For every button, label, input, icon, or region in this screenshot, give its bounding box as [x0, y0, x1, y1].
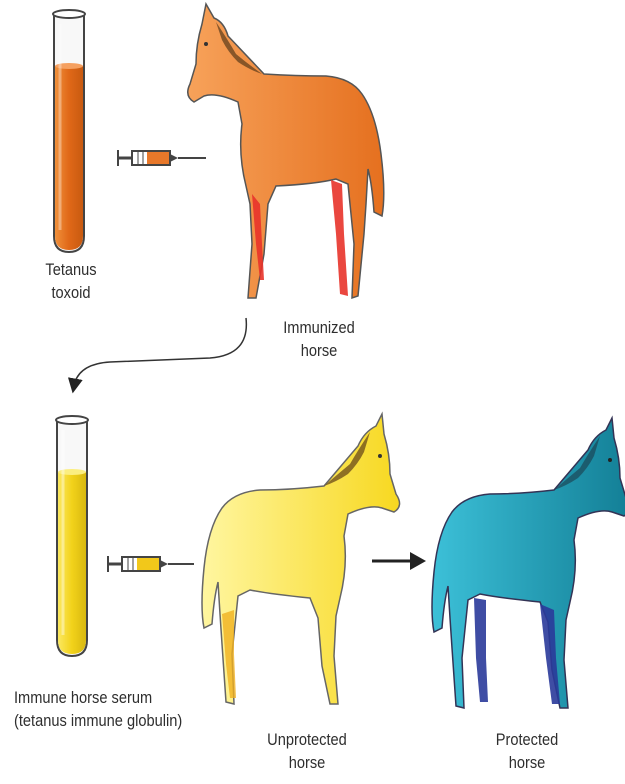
label-protected-horse: Protected horse — [480, 728, 575, 774]
label-immunized-horse: Immunized horse — [272, 316, 367, 362]
result-arrow — [372, 552, 426, 570]
toxoid-test-tube — [53, 10, 85, 252]
unprotected-horse — [202, 414, 400, 704]
syringe-icon — [108, 556, 194, 572]
transfer-arrow — [74, 318, 246, 386]
label-tetanus-toxoid: Tetanus toxoid — [32, 258, 109, 304]
serum-test-tube — [56, 416, 88, 656]
label-immune-serum: Immune horse serum (tetanus immune globu… — [14, 686, 212, 732]
syringe-icon — [118, 150, 206, 166]
immunized-horse — [188, 4, 384, 298]
protected-horse — [432, 418, 625, 708]
label-unprotected-horse: Unprotected horse — [260, 728, 355, 774]
